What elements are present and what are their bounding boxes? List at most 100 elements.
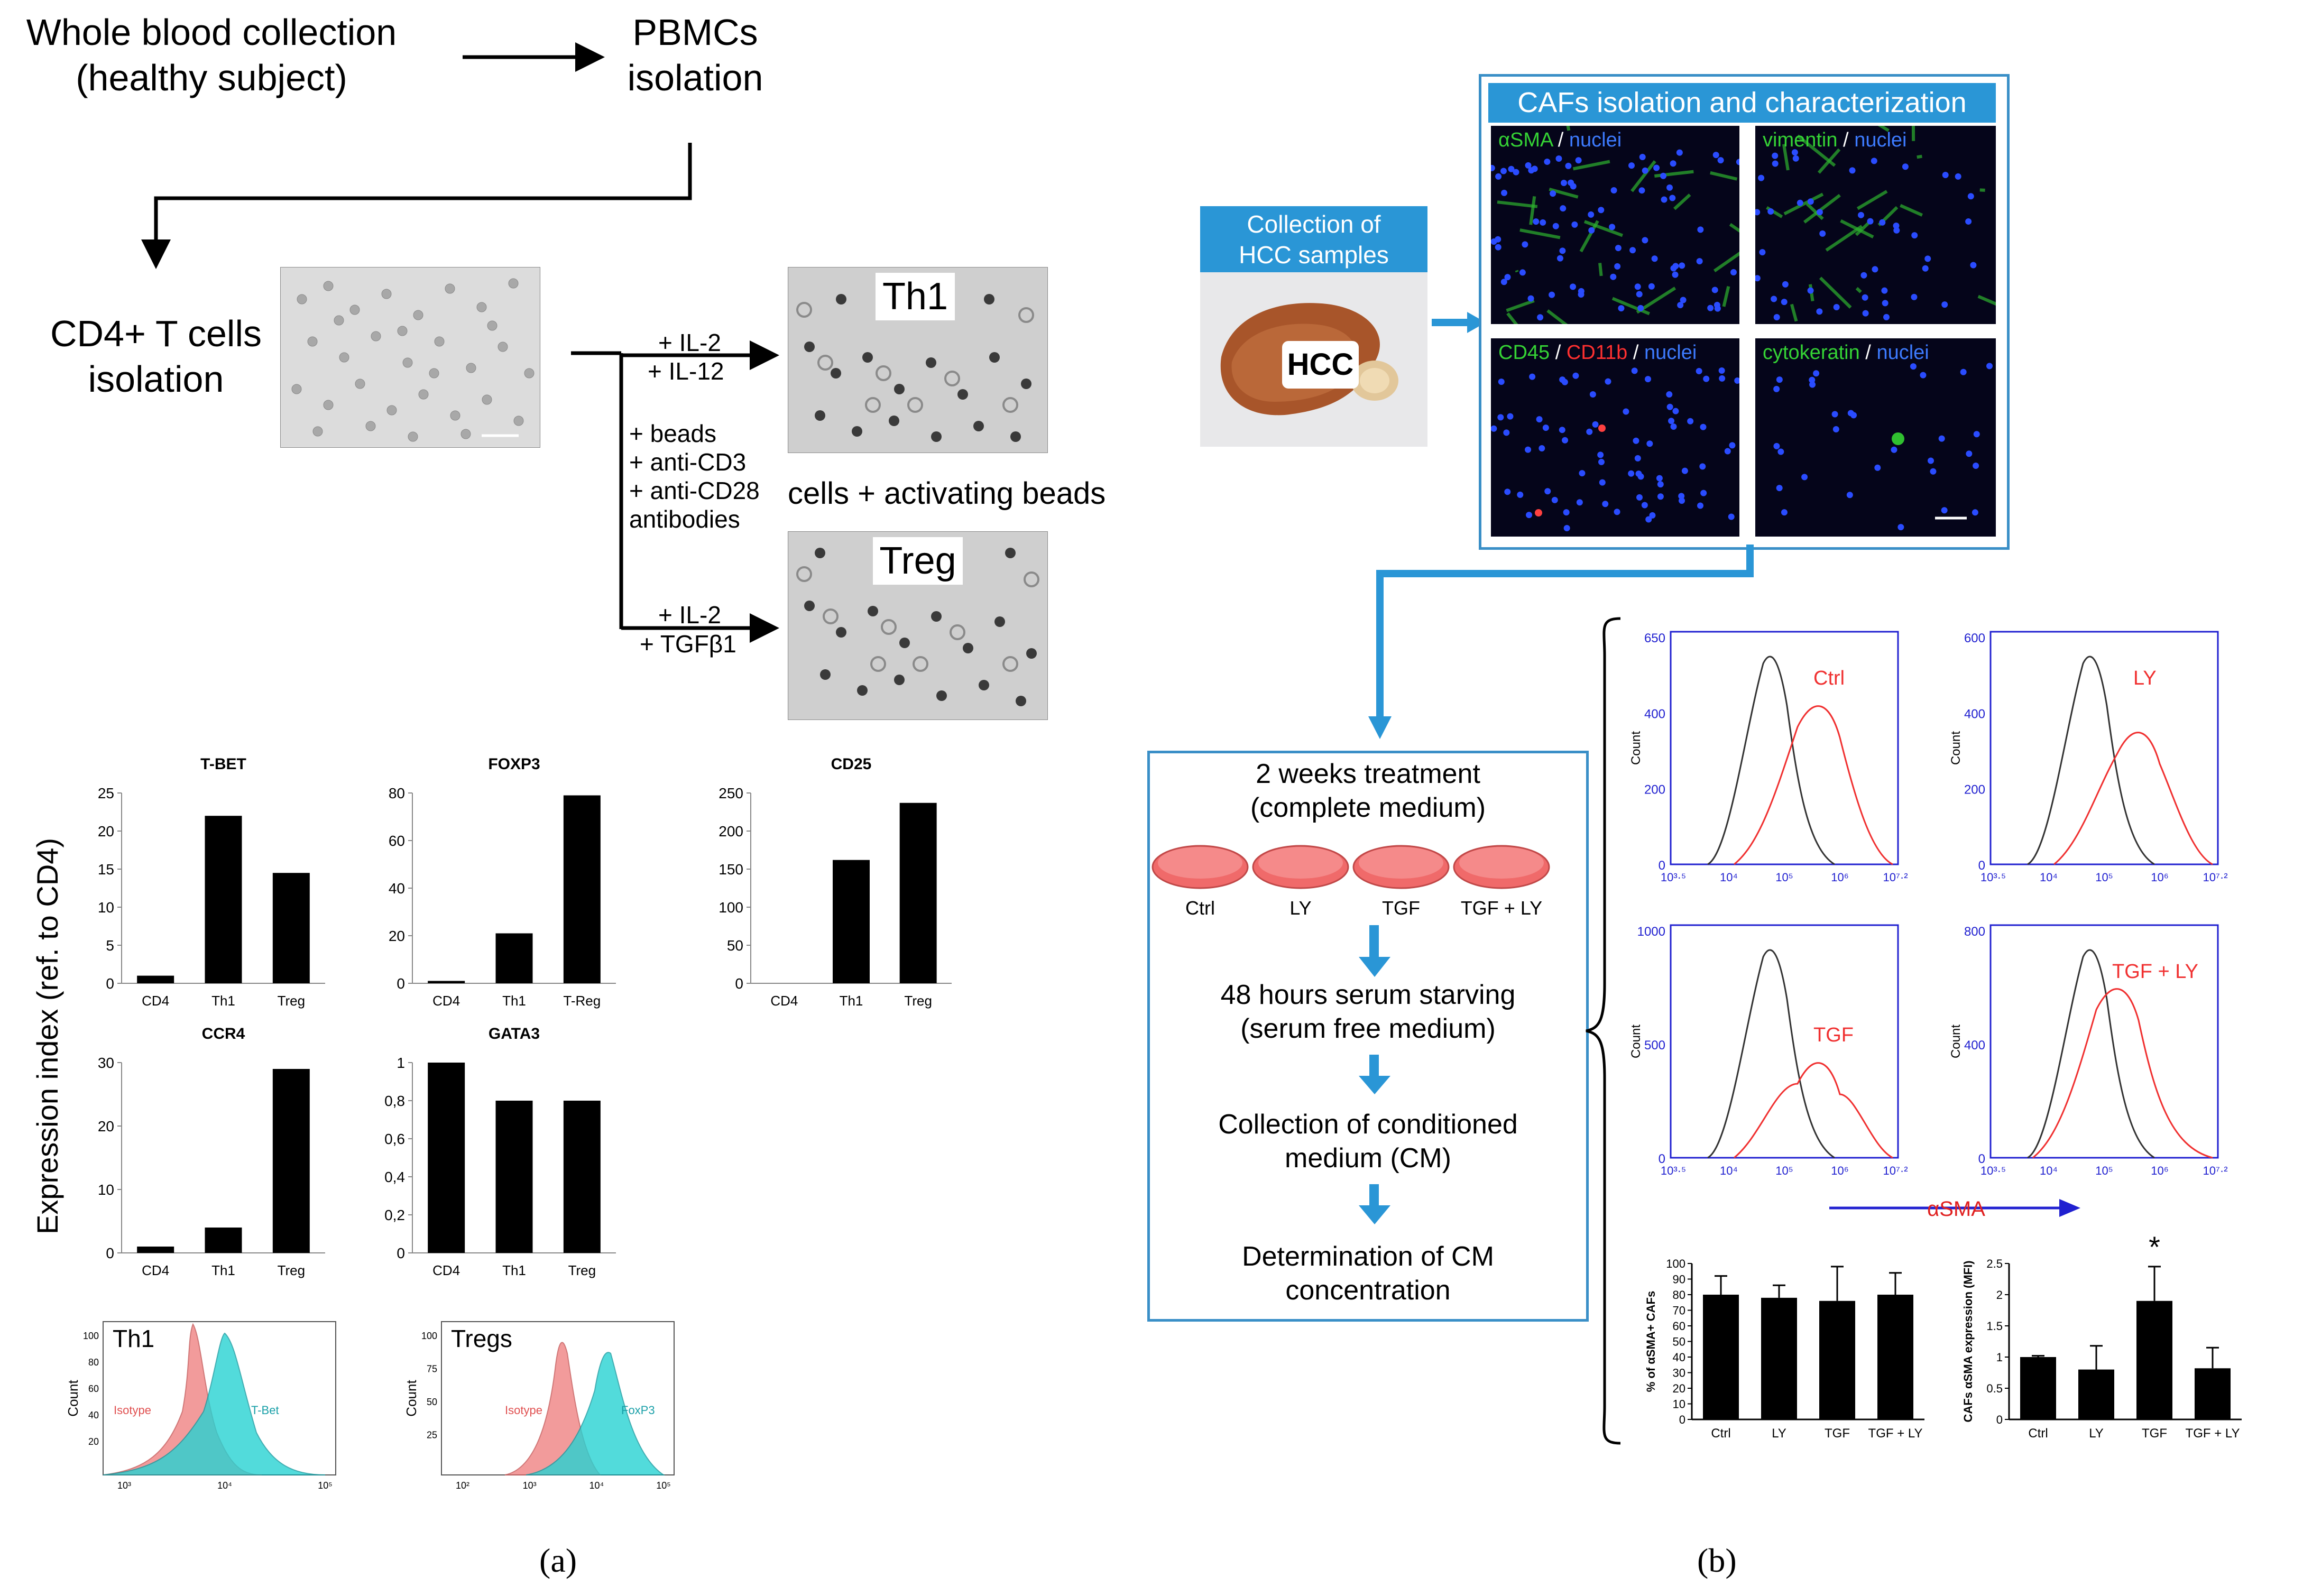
nucleus (1938, 435, 1945, 442)
treatment-protocol-box (1147, 751, 1589, 1322)
y-tick-label: 0 (735, 975, 743, 992)
nucleus (1849, 167, 1856, 174)
nucleus (1724, 448, 1731, 455)
hist-x-tick: 10⁵ (656, 1480, 670, 1491)
nucleus (1728, 513, 1735, 520)
treatment-down-arrows (1359, 925, 1390, 1224)
significance-marker: * (2149, 1230, 2160, 1263)
x-tick-label: Treg (568, 1262, 596, 1278)
nucleus (1637, 305, 1644, 311)
y-tick-label: 0 (1996, 1413, 2003, 1426)
nucleus (1614, 263, 1621, 270)
hist-x-tick: 10⁴ (589, 1480, 604, 1491)
x-tick-label: TGF (1825, 1426, 1850, 1441)
nucleus (1697, 502, 1704, 509)
nucleus (1874, 464, 1881, 471)
nucleus (1955, 173, 1961, 180)
nucleus (1942, 172, 1949, 179)
nucleus (1589, 391, 1596, 398)
green-fiber (1729, 223, 1739, 233)
cells-beads-label: cells + activating beads (788, 476, 1106, 511)
nucleus (1966, 450, 1973, 457)
anti-cd28-label: + anti-CD28 (629, 477, 760, 504)
x-tick-label: Treg (904, 993, 932, 1009)
green-fiber (1825, 225, 1863, 252)
nucleus (1649, 512, 1656, 519)
nucleus (1807, 198, 1814, 205)
bar-ctrl (1703, 1295, 1739, 1419)
nucleus (1922, 265, 1929, 272)
asma-cells (1491, 126, 1739, 324)
bar-th1 (495, 933, 533, 983)
y-tick-label: 0.5 (1986, 1382, 2003, 1395)
x-tick-label: Ctrl (1711, 1426, 1730, 1441)
nucleus (1700, 490, 1707, 496)
nucleus (1513, 169, 1519, 176)
hist-y-tick: 500 (1644, 1038, 1665, 1053)
y-axis-label: CAFs αSMA expression (MFI) (1961, 1260, 1975, 1422)
hcc-sample-photo: HCC (1200, 272, 1427, 447)
nucleus (1927, 457, 1934, 464)
nucleus (1973, 463, 1979, 469)
nucleus (1559, 376, 1566, 383)
y-tick-label: 10 (98, 899, 114, 916)
nucleus (1563, 525, 1570, 532)
nucleus (1791, 149, 1798, 156)
x-tick-label: TGF (2142, 1426, 2167, 1441)
nucleus (1792, 155, 1799, 162)
green-fiber (1782, 144, 1790, 171)
nucleus (1629, 247, 1636, 254)
hist-x-tick: 10⁵ (2095, 1164, 2113, 1177)
nucleus (1610, 187, 1617, 194)
nucleus (1672, 408, 1679, 414)
nucleus (1570, 183, 1577, 190)
cd4-isolation-label: CD4+ T cells isolation (50, 313, 262, 400)
nucleus (1636, 494, 1643, 501)
bar-ctrl (2020, 1357, 2056, 1419)
treated-curve (2053, 732, 2213, 865)
nucleus (1678, 497, 1685, 504)
bar-th1 (833, 860, 870, 983)
y-tick-label: 0 (397, 1245, 405, 1261)
x-tick-label: Th1 (502, 1262, 526, 1278)
hist-y-tick: 1000 (1637, 925, 1665, 939)
nucleus (1588, 227, 1595, 234)
y-tick-label: 30 (1673, 1367, 1685, 1380)
hist-ylabel: Count (403, 1380, 419, 1417)
nucleus (1767, 208, 1774, 215)
hist-x-tick: 10⁴ (2040, 1164, 2058, 1177)
nucleus (1641, 502, 1648, 509)
hist-y-tick: 75 (427, 1364, 437, 1374)
nucleus (1634, 283, 1641, 290)
th1-cells-dots (796, 294, 1034, 442)
cafs-title: CAFs isolation and characterization (1488, 83, 1996, 123)
nucleus (1645, 516, 1652, 523)
x-tick-label: Treg (278, 993, 306, 1009)
nucleus (1666, 391, 1673, 398)
bar-treg (899, 802, 937, 983)
nucleus (1847, 410, 1854, 417)
green-fiber (1583, 220, 1623, 237)
green-fiber (1566, 126, 1571, 131)
dish-label: Ctrl (1185, 897, 1215, 919)
nucleus (1656, 475, 1663, 482)
nucleus (1833, 304, 1840, 311)
nucleus (1862, 294, 1868, 301)
y-tick-label: 60 (1673, 1320, 1685, 1333)
plot-frame (1989, 631, 2219, 865)
nucleus (1598, 207, 1605, 214)
bar-cd4 (137, 975, 174, 983)
hist-y-tick: 25 (427, 1430, 437, 1441)
y-tick-label: 2.5 (1986, 1257, 2003, 1270)
bar-th1 (205, 816, 242, 983)
green-fiber (1630, 160, 1656, 192)
nucleus (1703, 375, 1710, 382)
marker-curve (103, 1332, 326, 1475)
asma-axis-arrowhead (2059, 1199, 2080, 1217)
hist-x-tick: 10⁶ (1831, 871, 1849, 884)
nucleus (1614, 509, 1620, 515)
nucleus (1879, 219, 1886, 226)
hist-x-tick: 10⁶ (1831, 1164, 1849, 1177)
